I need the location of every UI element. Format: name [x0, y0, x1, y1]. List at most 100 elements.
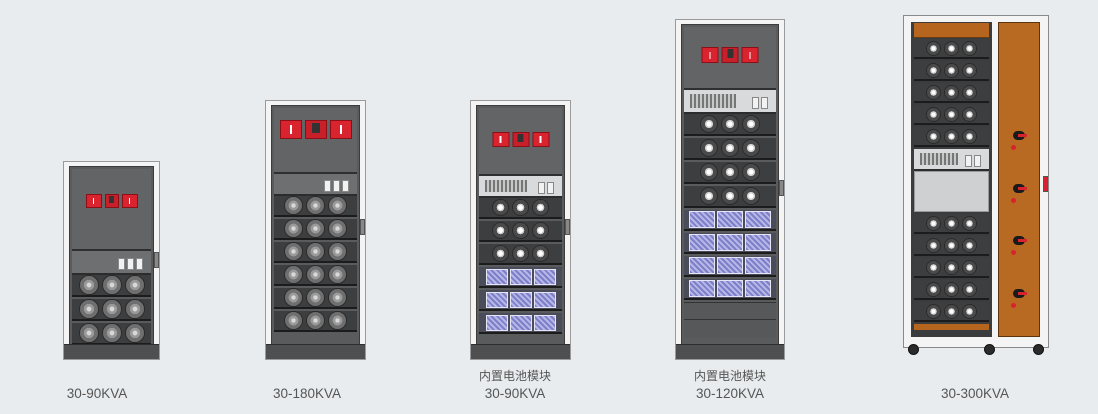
cabinet-left-bay: [911, 22, 992, 337]
power-module: [479, 198, 562, 219]
breaker-group: [85, 194, 138, 208]
product-feature-label: 内置电池模块: [478, 369, 552, 383]
breaker-icon: [121, 194, 138, 208]
main-switch-icon: [304, 120, 327, 139]
bottom-cover-panel: [914, 324, 989, 330]
power-module: [914, 105, 989, 125]
cabinet-door: [69, 166, 154, 345]
power-module: [72, 299, 151, 321]
breaker-group: [701, 47, 759, 63]
control-unit: [72, 251, 151, 275]
power-module: [914, 39, 989, 59]
door-handle-icon: [779, 180, 784, 196]
power-module: [479, 221, 562, 242]
product-feature-label: 内置电池模块: [693, 369, 767, 383]
breaker-group: [492, 132, 549, 147]
blank-panel: [684, 302, 776, 319]
cabinet-base: [676, 344, 784, 359]
product-model-label: 30-300KVA: [940, 386, 1010, 401]
breaker-icon: [329, 120, 352, 139]
battery-module: [684, 210, 776, 231]
main-switch-icon: [104, 194, 119, 208]
breaker-icon: [85, 194, 102, 208]
battery-module: [479, 313, 562, 334]
breaker-knob-icon: [1013, 236, 1027, 245]
breaker-panel: [274, 108, 357, 174]
cabinet-base: [266, 344, 365, 359]
power-module: [684, 114, 776, 136]
ups-cabinet-image: [63, 161, 160, 360]
indicator-light-icon: [1011, 145, 1016, 150]
caster-wheel-icon: [984, 344, 995, 355]
power-module: [684, 138, 776, 160]
control-unit: [274, 174, 357, 196]
battery-module: [684, 279, 776, 300]
cabinet-base: [471, 344, 570, 359]
breaker-icon: [741, 47, 759, 63]
ups-cabinet-image: [675, 19, 785, 360]
cabinet-door: [681, 24, 779, 345]
power-module: [684, 186, 776, 208]
power-module: [274, 196, 357, 217]
door-handle-icon: [154, 252, 159, 268]
power-module: [914, 280, 989, 300]
cabinet-base: [64, 344, 159, 359]
breaker-knob-icon: [1013, 289, 1027, 298]
breaker-icon: [279, 120, 302, 139]
power-module: [684, 162, 776, 184]
indicator-light-icon: [1011, 198, 1016, 203]
power-module: [914, 214, 989, 234]
breaker-knob-icon: [1013, 184, 1027, 193]
breaker-icon: [701, 47, 719, 63]
product-model-label: 30-120KVA: [695, 386, 765, 401]
power-module: [914, 236, 989, 256]
main-switch-icon: [512, 132, 529, 147]
indicator-light-icon: [1011, 303, 1016, 308]
power-module: [914, 258, 989, 278]
breaker-icon: [532, 132, 549, 147]
indicator-light-icon: [1011, 250, 1016, 255]
control-unit: [684, 90, 776, 114]
door-handle-icon: [360, 219, 365, 235]
breaker-icon: [492, 132, 509, 147]
control-unit: [914, 149, 989, 171]
power-module: [274, 311, 357, 332]
breaker-knob-icon: [1013, 131, 1027, 140]
power-module: [479, 244, 562, 265]
door-handle-icon: [1043, 176, 1048, 192]
battery-module: [479, 290, 562, 311]
power-module: [274, 242, 357, 263]
power-module: [72, 275, 151, 297]
ups-cabinet-image: [265, 100, 366, 360]
power-module: [274, 219, 357, 240]
cabinet-door: [476, 105, 565, 345]
power-module: [274, 288, 357, 309]
caster-wheel-icon: [1033, 344, 1044, 355]
cabinet-right-bay: [998, 22, 1040, 337]
power-module: [914, 302, 989, 322]
blank-panel: [684, 319, 776, 338]
ups-cabinet-image: [470, 100, 571, 360]
breaker-panel: [684, 27, 776, 90]
power-module: [72, 323, 151, 345]
breaker-group: [279, 120, 352, 139]
control-unit: [479, 176, 562, 198]
power-module: [914, 127, 989, 147]
breaker-panel: [72, 169, 151, 251]
breaker-panel: [479, 108, 562, 176]
cabinet-door: [271, 105, 360, 345]
ups-cabinet-image: [903, 15, 1049, 355]
battery-module: [684, 256, 776, 277]
power-module: [274, 265, 357, 286]
product-model-label: 30-90KVA: [484, 386, 546, 401]
battery-module: [479, 267, 562, 288]
power-module: [914, 61, 989, 81]
power-module: [914, 83, 989, 103]
top-cover-panel: [914, 23, 989, 38]
door-handle-icon: [565, 219, 570, 235]
battery-module: [684, 233, 776, 254]
blank-panel: [914, 171, 989, 212]
main-switch-icon: [721, 47, 739, 63]
caster-wheel-icon: [908, 344, 919, 355]
product-model-label: 30-90KVA: [66, 386, 128, 401]
